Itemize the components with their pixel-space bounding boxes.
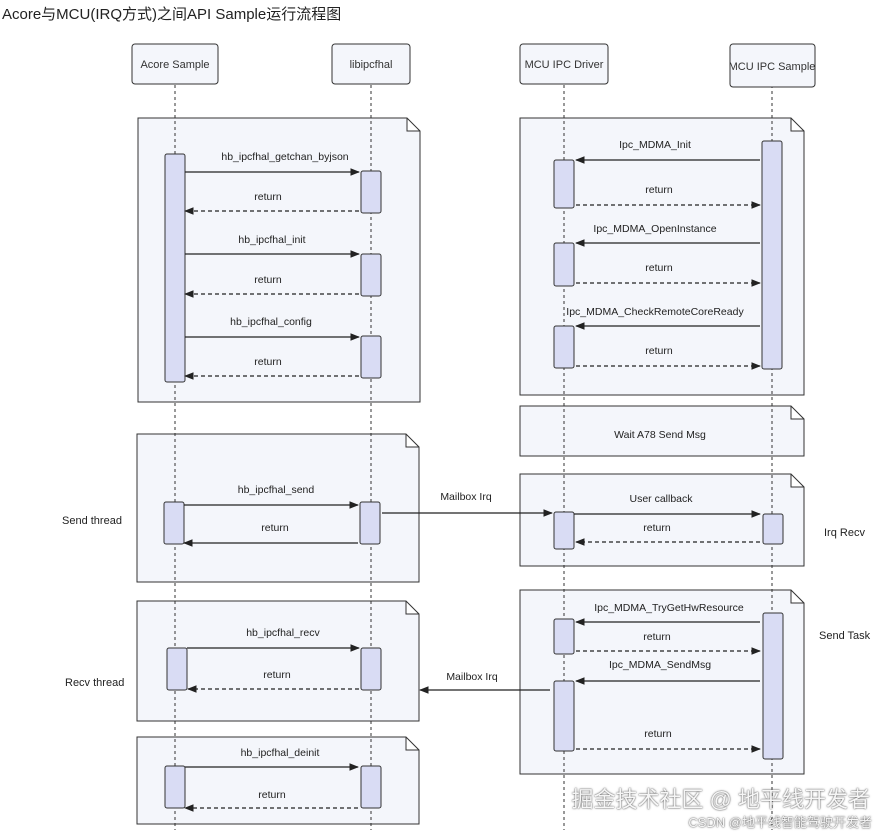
- message-label: hb_ipcfhal_init: [238, 234, 305, 246]
- activation-bar: [360, 253, 382, 297]
- activation-bar: [166, 647, 188, 691]
- message-label: Ipc_MDMA_CheckRemoteCoreReady: [566, 306, 744, 318]
- message-label: User callback: [629, 493, 693, 505]
- activation-bar: [553, 618, 575, 655]
- participant-libipcfhal: libipcfhal: [331, 43, 411, 85]
- watermark-main: 掘金技术社区 @ 地平线开发者: [571, 787, 870, 812]
- message-label: return: [254, 191, 282, 203]
- note-wait-a78: Wait A78 Send Msg: [614, 429, 706, 441]
- participant-label: MCU IPC Sample: [729, 61, 816, 73]
- activation-bar: [359, 501, 381, 545]
- activation-bar: [360, 765, 382, 809]
- activation-bar: [360, 647, 382, 691]
- message-label: hb_ipcfhal_config: [230, 316, 312, 328]
- message-label: return: [645, 184, 673, 196]
- watermark-sub: CSDN @地平线智能驾驶开发者: [688, 815, 872, 830]
- message-label: hb_ipcfhal_getchan_byjson: [221, 151, 348, 163]
- side-label-send-task: Send Task: [819, 630, 871, 642]
- message-label: return: [643, 522, 671, 534]
- message-label: return: [643, 631, 671, 643]
- message-label: return: [258, 789, 286, 801]
- participant-label: libipcfhal: [350, 59, 393, 71]
- participant-mcu-ipc-driver: MCU IPC Driver: [519, 43, 609, 85]
- activation-bar: [761, 140, 783, 370]
- participant-label: Acore Sample: [140, 59, 209, 71]
- activation-bar: [164, 765, 186, 809]
- side-label-send-thread: Send thread: [62, 515, 122, 527]
- message-label: return: [263, 669, 291, 681]
- message-label: return: [645, 345, 673, 357]
- message-label: return: [261, 522, 289, 534]
- participant-acore-sample: Acore Sample: [131, 43, 219, 85]
- message-label: return: [254, 274, 282, 286]
- message-label: Mailbox Irq: [440, 491, 492, 503]
- message-label: Ipc_MDMA_Init: [619, 139, 691, 151]
- page-title: Acore与MCU(IRQ方式)之间API Sample运行流程图: [2, 6, 342, 23]
- fragment-acore-init: [137, 117, 421, 403]
- message-label: hb_ipcfhal_deinit: [241, 747, 320, 759]
- message-label: return: [254, 356, 282, 368]
- fragment-wait-note: [519, 405, 805, 457]
- activation-bar: [762, 612, 784, 760]
- activation-bar: [360, 335, 382, 379]
- participant-label: MCU IPC Driver: [525, 59, 604, 71]
- side-label-irq-recv: Irq Recv: [824, 527, 865, 539]
- activation-bar: [553, 159, 575, 209]
- fragment-irq-recv: [519, 473, 805, 567]
- side-label-recv-thread: Recv thread: [65, 677, 124, 689]
- message-label: return: [645, 262, 673, 274]
- fragment-deinit: [136, 736, 420, 825]
- message-label: Ipc_MDMA_TryGetHwResource: [594, 602, 744, 614]
- participant-mcu-ipc-sample: MCU IPC Sample: [729, 43, 816, 88]
- activation-bar: [553, 242, 575, 287]
- activation-bar: [553, 325, 575, 369]
- activation-bar: [553, 511, 575, 550]
- message-label: hb_ipcfhal_send: [238, 484, 315, 496]
- fragment-send-thread: [136, 433, 420, 583]
- activation-bar: [164, 153, 186, 383]
- message-label: Mailbox Irq: [446, 671, 498, 683]
- activation-bar: [553, 680, 575, 752]
- fragment-send-task: [519, 589, 805, 775]
- message-label: Ipc_MDMA_SendMsg: [609, 659, 711, 671]
- message-label: hb_ipcfhal_recv: [246, 627, 320, 639]
- activation-bar: [163, 501, 185, 545]
- activation-bar: [762, 513, 784, 545]
- message-label: Ipc_MDMA_OpenInstance: [593, 223, 716, 235]
- message-label: return: [644, 728, 672, 740]
- activation-bar: [360, 170, 382, 214]
- fragment-recv-thread: [136, 600, 420, 722]
